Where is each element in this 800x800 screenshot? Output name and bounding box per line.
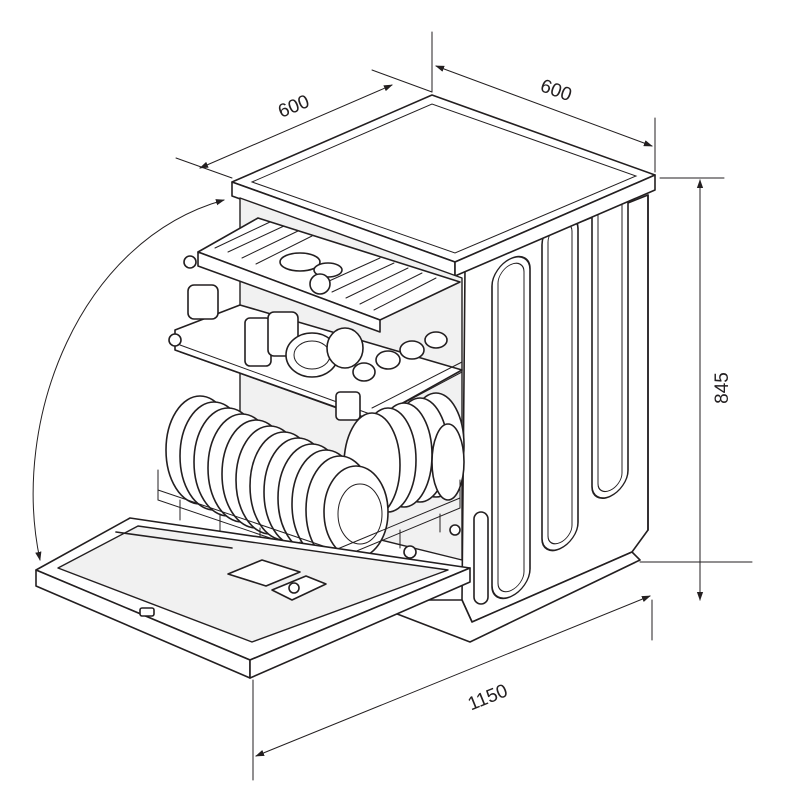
side-ribs: [473, 173, 629, 605]
cutlery-tray: [183, 217, 461, 333]
back-plates: [343, 392, 465, 518]
dim-open-depth-line: [255, 595, 651, 757]
dim-top-depth-line: [199, 84, 393, 169]
dimension-lines: [32, 31, 753, 781]
detergent-dispenser: [227, 559, 301, 587]
dim-top-width-label: 600: [537, 76, 574, 107]
dim-open-depth-label: 1150: [465, 681, 511, 716]
dim-top-depth-label: 600: [275, 91, 312, 122]
upper-rack: [168, 284, 463, 421]
dim-height-label: 845: [712, 372, 733, 404]
dim-top-width-line: [435, 65, 653, 147]
door-swing-arc: [32, 199, 225, 561]
